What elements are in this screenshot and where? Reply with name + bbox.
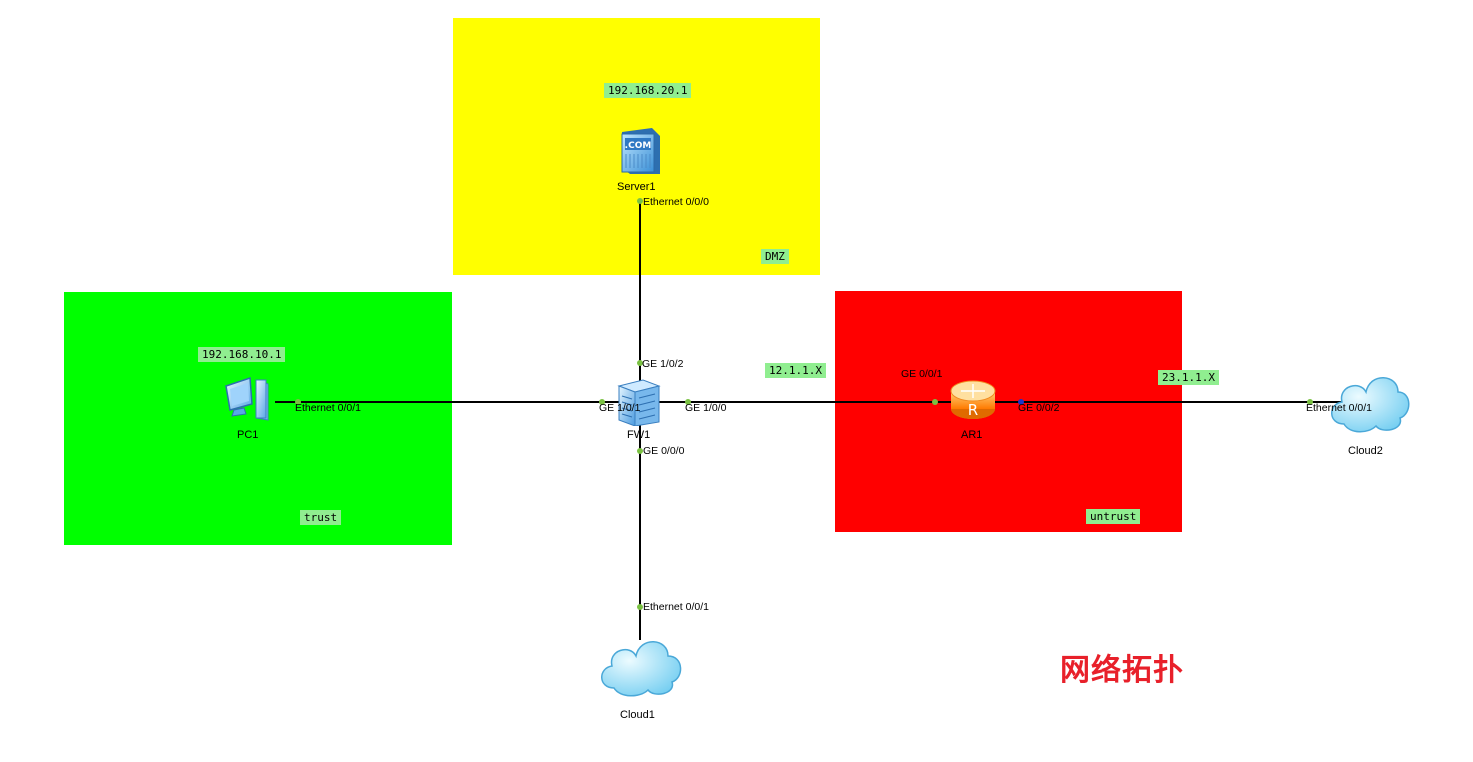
port-label-fw-g100: GE 1/0/0 [685,402,727,414]
port-label-pc1-eth: Ethernet 0/0/1 [295,402,361,414]
cloud1-label: Cloud1 [620,709,655,721]
port-label-fw-g101: GE 1/0/1 [599,402,641,414]
router-icon: R [950,380,996,419]
port-dot [637,448,643,454]
pc1-device[interactable] [220,376,278,422]
ar1-device[interactable]: R [949,377,997,423]
port-label-fw-g000: GE 0/0/0 [643,445,685,457]
cloud2-label: Cloud2 [1348,445,1383,457]
server1-label: Server1 [617,181,656,193]
port-label-ar-g001: GE 0/0/1 [901,368,943,380]
firewall-icon [617,379,661,427]
cloud-icon [601,641,682,697]
trust-zone-label: trust [300,510,342,525]
port-label-fw-g102: GE 1/0/2 [642,358,684,370]
port-label-server1-eth: Ethernet 0/0/0 [643,196,709,208]
port-dot [637,198,643,204]
port-dot [637,360,643,366]
pc1-label: PC1 [237,429,259,441]
dmz-network-address: 192.168.20.1 [604,83,692,98]
port-label-cloud2-eth: Ethernet 0/0/1 [1306,402,1372,414]
fw1-label: FW1 [627,429,651,441]
router-badge: R [968,401,978,419]
port-dot [685,399,691,405]
cloud-icon [1331,377,1410,433]
port-dot [599,399,605,405]
cloud1-device[interactable] [596,628,684,698]
ar1-label: AR1 [961,429,983,441]
port-dot [637,604,643,610]
port-dot [1018,399,1024,405]
pc-icon [225,376,269,421]
port-dot [932,399,938,405]
port-label-cloud1-eth: Ethernet 0/0/1 [643,601,709,613]
untrust-zone-label: untrust [1086,509,1141,524]
fw-ar-link-address: 12.1.1.X [765,363,826,378]
ar-cloud-link-address: 23.1.1.X [1158,370,1219,385]
server1-device[interactable]: .COM [618,128,662,176]
cloud2-device[interactable] [1326,364,1412,434]
port-dot [295,399,301,405]
fw1-device[interactable] [615,378,663,427]
port-dot [1307,399,1313,405]
port-label-ar-g002: GE 0/0/2 [1018,402,1060,414]
diagram-title: 网络拓扑 [1060,653,1184,688]
dmz-zone-label: DMZ [761,249,789,264]
trust-network-address: 192.168.10.1 [198,347,286,362]
untrust-zone [835,291,1182,532]
server-icon: .COM [621,128,660,174]
server-screen-text: .COM [625,141,652,151]
